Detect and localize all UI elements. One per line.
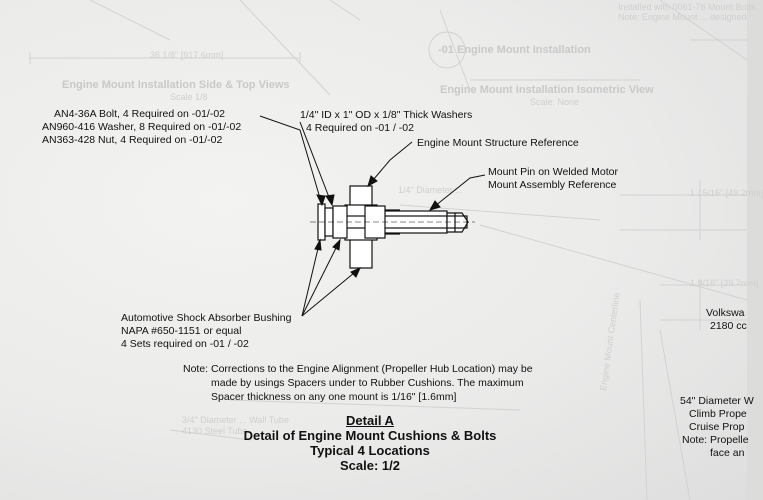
bg-isometric-view: Engine Mount Installation Isometric View: [440, 84, 654, 96]
propeller-label-line4: Note: Propelle: [682, 434, 749, 446]
propeller-label-line5: face an: [710, 447, 745, 459]
detail-scale: Scale: 1/2: [340, 458, 400, 473]
propeller-label-line3: Cruise Prop: [689, 421, 745, 433]
bg-dim-right2: 1 9/16" [39.7mm]: [690, 278, 759, 288]
bg-bottom-faint-1: 3/4" Diameter ... Wall Tube: [182, 415, 289, 425]
alignment-note-line1: Note: Corrections to the Engine Alignmen…: [183, 363, 533, 375]
bg-dim-right: 1 15/16" [49.2mm]: [690, 188, 763, 198]
propeller-label-line1: 54" Diameter W: [680, 395, 754, 407]
bg-isometric-scale: Scale: None: [530, 97, 580, 107]
bg-dim-left: 36 1/8" [917.6mm]: [150, 50, 224, 60]
background-drawing: [0, 0, 747, 500]
alignment-note-line2: made by usings Spacers under to Rubber C…: [211, 377, 524, 389]
detail-subtitle: Detail of Engine Mount Cushions & Bolts: [243, 428, 497, 443]
detail-locations: Typical 4 Locations: [310, 443, 430, 458]
bg-bottom-faint-2: 4130 Steel Tube: [182, 426, 248, 436]
alignment-note-line3: Spacer thickness on any one mount is 1/1…: [211, 391, 457, 403]
propeller-label-line2: Climb Prope: [689, 408, 747, 420]
engine-label-line2: 2180 cc: [710, 320, 747, 332]
structure-reference-label: Engine Mount Structure Reference: [417, 137, 579, 149]
mount-pin-label-line2: Mount Assembly Reference: [488, 179, 617, 191]
bushing-label-line1: Automotive Shock Absorber Bushing: [121, 312, 292, 324]
lower-cushion: [349, 237, 373, 269]
pin-nut: [446, 212, 469, 233]
bg-side-top-views: Engine Mount Installation Side & Top Vie…: [62, 79, 290, 91]
bushing-label-line3: 4 Sets required on -01 / -02: [121, 338, 249, 350]
engine-label-line1: Volkswa: [706, 307, 745, 319]
bg-dim-diameter: 1/4" Diameter ...: [398, 185, 463, 195]
bolt-label-line3: AN363-428 Nut, 4 Required on -01/-02: [42, 134, 223, 146]
detail-drawing: [259, 115, 486, 317]
mount-pin-label-line1: Mount Pin on Welded Motor: [488, 166, 618, 178]
bolt-label-line1: AN4-36A Bolt, 4 Required on -01/-02: [54, 108, 226, 120]
washer-label-line2: 4 Required on -01 / -02: [306, 122, 414, 134]
bg-mount-installation: -01 Engine Mount Installation: [438, 44, 591, 56]
bushing-label-line2: NAPA #650-1151 or equal: [121, 325, 242, 337]
washer-label-line1: 1/4" ID x 1" OD x 1/8" Thick Washers: [300, 109, 473, 121]
upper-cushion: [349, 185, 373, 207]
bg-side-top-scale: Scale 1/8: [170, 92, 208, 102]
bg-top-right-2: Note: Engine Mount ... designed: [618, 12, 747, 22]
detail-title: Detail A: [346, 413, 394, 428]
bolt-label-line2: AN960-416 Washer, 8 Required on -01/-02: [42, 121, 242, 133]
bg-top-right-1: Installed with 0061-76 Mount Bolts: [618, 2, 756, 12]
